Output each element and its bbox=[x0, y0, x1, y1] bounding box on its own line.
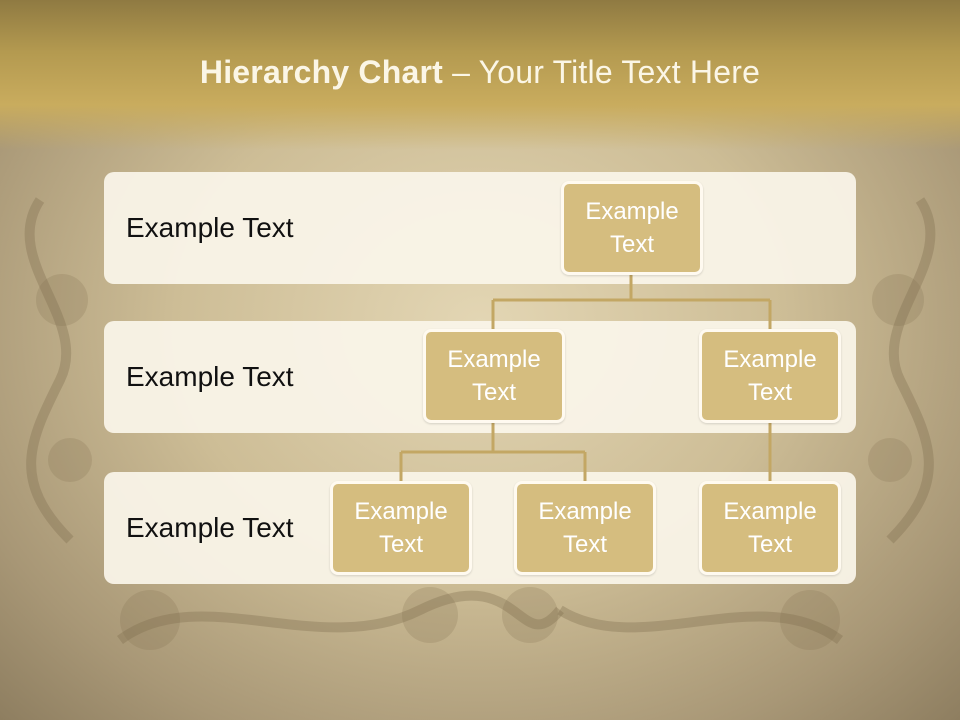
slide-title-rest: – Your Title Text Here bbox=[443, 54, 761, 90]
org-node-leaf-2[interactable]: Example Text bbox=[514, 481, 656, 575]
level-label-3: Example Text bbox=[126, 512, 294, 543]
level-band-1: Example Text bbox=[104, 172, 856, 284]
connector-midleft-to-leaves bbox=[399, 423, 587, 482]
org-node-root[interactable]: Example Text bbox=[561, 181, 703, 275]
slide-title-bold: Hierarchy Chart bbox=[199, 54, 443, 90]
org-node-leaf-1[interactable]: Example Text bbox=[330, 481, 472, 575]
org-node-mid-right[interactable]: Example Text bbox=[699, 329, 841, 423]
connector-root-to-mid bbox=[491, 275, 772, 330]
slide-title: Hierarchy Chart – Your Title Text Here bbox=[0, 54, 960, 91]
title-bar bbox=[0, 0, 960, 150]
org-node-mid-left[interactable]: Example Text bbox=[423, 329, 565, 423]
org-node-leaf-3[interactable]: Example Text bbox=[699, 481, 841, 575]
level-label-1: Example Text bbox=[126, 212, 294, 243]
level-label-2: Example Text bbox=[126, 361, 294, 392]
